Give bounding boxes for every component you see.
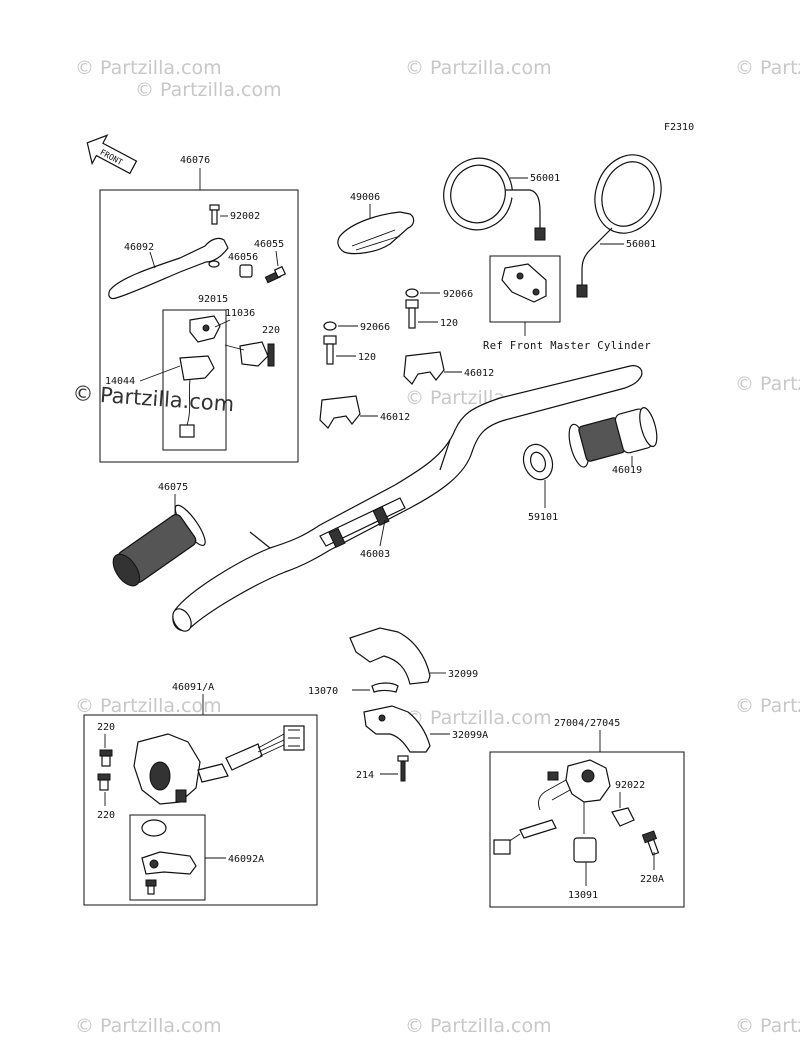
master-cylinder-bracket-icon <box>501 263 547 303</box>
switch-body-icon <box>179 355 215 381</box>
washer-icon <box>405 288 419 298</box>
screw-icon <box>397 755 409 782</box>
throttle-grip-icon <box>568 407 658 468</box>
bolt-icon <box>323 335 337 365</box>
part-label-46003: 46003 <box>360 549 390 560</box>
clutch-switch-box <box>162 309 227 451</box>
part-label-214: 214 <box>356 770 374 781</box>
bolt-icon <box>209 204 220 225</box>
clamp-icon <box>239 341 269 367</box>
part-label-46092: 46092 <box>124 242 154 253</box>
part-label-32099: 32099 <box>448 669 478 680</box>
lever-sub-box <box>129 814 206 901</box>
watermark: © Partzilla.com <box>405 57 552 79</box>
part-label-46055: 46055 <box>254 239 284 250</box>
part-label-92002: 92002 <box>230 211 260 222</box>
part-label-120-b: 120 <box>358 352 376 363</box>
part-label-49006: 49006 <box>350 192 380 203</box>
washer-icon <box>323 321 337 331</box>
part-label-46019: 46019 <box>612 465 642 476</box>
watermark: © Partzilla.com <box>405 1015 552 1037</box>
part-label-46012-b: 46012 <box>380 412 410 423</box>
handlebar-clamp-icon <box>403 351 445 385</box>
part-label-46076: 46076 <box>180 155 210 166</box>
part-label-92022: 92022 <box>615 780 645 791</box>
screw-icon <box>99 749 113 767</box>
pivot-icon <box>141 819 167 837</box>
part-label-220-a: 220 <box>97 722 115 733</box>
watermark: © Partzilla.com <box>735 373 800 395</box>
watermark: © Partzilla.com <box>75 1015 222 1037</box>
part-label-92066-b: 92066 <box>360 322 390 333</box>
connector-icon <box>179 424 195 438</box>
clip-icon <box>611 807 635 827</box>
clutch-lever-icon <box>108 237 229 300</box>
watermark: © Partzilla.com <box>135 79 282 101</box>
kill-switch-box <box>489 751 685 908</box>
part-label-92015: 92015 <box>198 294 228 305</box>
switch-button-icon <box>573 837 597 863</box>
part-label-13070: 13070 <box>308 686 338 697</box>
part-label-59101: 59101 <box>528 512 558 523</box>
mirror-right-icon <box>576 154 662 298</box>
part-label-56001-left: 56001 <box>530 173 560 184</box>
part-label-92066-a: 92066 <box>443 289 473 300</box>
screw-icon <box>97 773 111 791</box>
diagram-code: F2310 <box>664 122 694 133</box>
watermark-prominent: © Partzilla.com <box>72 381 235 416</box>
connector-icon <box>493 839 511 855</box>
washer-icon <box>208 260 220 268</box>
bolt-icon <box>405 299 419 329</box>
part-label-220-top: 220 <box>262 325 280 336</box>
mirror-left-icon <box>443 157 546 241</box>
screw-icon <box>641 830 660 856</box>
part-label-32099A: 32099A <box>452 730 488 741</box>
part-label-27004-27045: 27004/27045 <box>554 718 620 729</box>
handlebar-clamp-icon <box>319 395 361 429</box>
handlebar-switch-box <box>83 714 318 906</box>
part-label-14044: 14044 <box>105 376 135 387</box>
part-label-220-b: 220 <box>97 810 115 821</box>
watermark: © Partzilla.com <box>75 57 222 79</box>
screw-icon <box>145 879 157 895</box>
part-label-46075: 46075 <box>158 482 188 493</box>
part-label-56001-right: 56001 <box>626 239 656 250</box>
watermark-layer: © Partzilla.com © Partzilla.com © Partzi… <box>72 57 800 1037</box>
throttle-collar-icon <box>522 443 554 481</box>
nut-icon <box>239 264 253 278</box>
adjuster-screw-icon <box>264 265 287 284</box>
watermark: © Partzilla.com <box>75 695 222 717</box>
watermark: © Partzilla.com <box>735 1015 800 1037</box>
lever-assembly-box <box>99 189 299 463</box>
throttle-housing-cover-icon <box>349 627 431 685</box>
part-label-46012-a: 46012 <box>464 368 494 379</box>
ref-note: Ref Front Master Cylinder <box>483 340 651 352</box>
part-label-46091A: 46091/A <box>172 682 214 693</box>
part-label-46092A: 46092A <box>228 854 264 865</box>
bolt-icon <box>267 343 275 367</box>
front-arrow-icon: FRONT <box>86 134 138 175</box>
watermark: © Partzilla.com <box>405 707 552 729</box>
handlebar-icon <box>172 365 643 632</box>
part-label-220A: 220A <box>640 874 664 885</box>
part-label-13091: 13091 <box>568 890 598 901</box>
part-label-120-a: 120 <box>440 318 458 329</box>
part-label-46056: 46056 <box>228 252 258 263</box>
left-grip-icon <box>112 504 206 587</box>
hand-guard-icon <box>337 211 415 255</box>
retainer-ring-icon <box>371 682 399 693</box>
part-label-11036: 11036 <box>225 308 255 319</box>
watermark: © Partzilla.com <box>735 57 800 79</box>
hot-start-lever-icon <box>141 851 197 875</box>
watermark: © Partzilla.com <box>735 695 800 717</box>
